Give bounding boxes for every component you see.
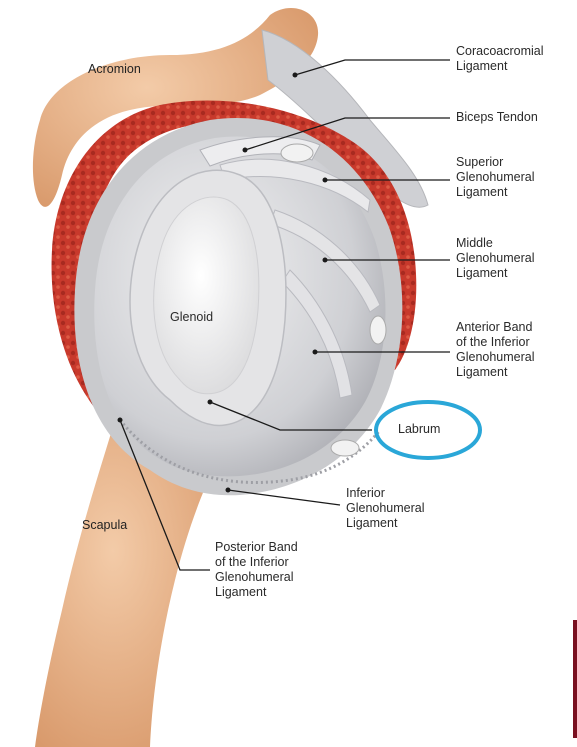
label-scapula: Scapula bbox=[82, 518, 127, 533]
label-biceps-tendon: Biceps Tendon bbox=[456, 110, 538, 125]
edge-bar bbox=[573, 620, 577, 738]
anterior-ligament-cut bbox=[370, 316, 386, 344]
label-acromion: Acromion bbox=[88, 62, 141, 77]
label-glenoid: Glenoid bbox=[170, 310, 213, 325]
label-labrum: Labrum bbox=[398, 422, 440, 437]
inferior-ligament-cut bbox=[331, 440, 359, 456]
biceps-tendon-cut bbox=[281, 144, 313, 162]
leader-inferior bbox=[228, 490, 340, 505]
